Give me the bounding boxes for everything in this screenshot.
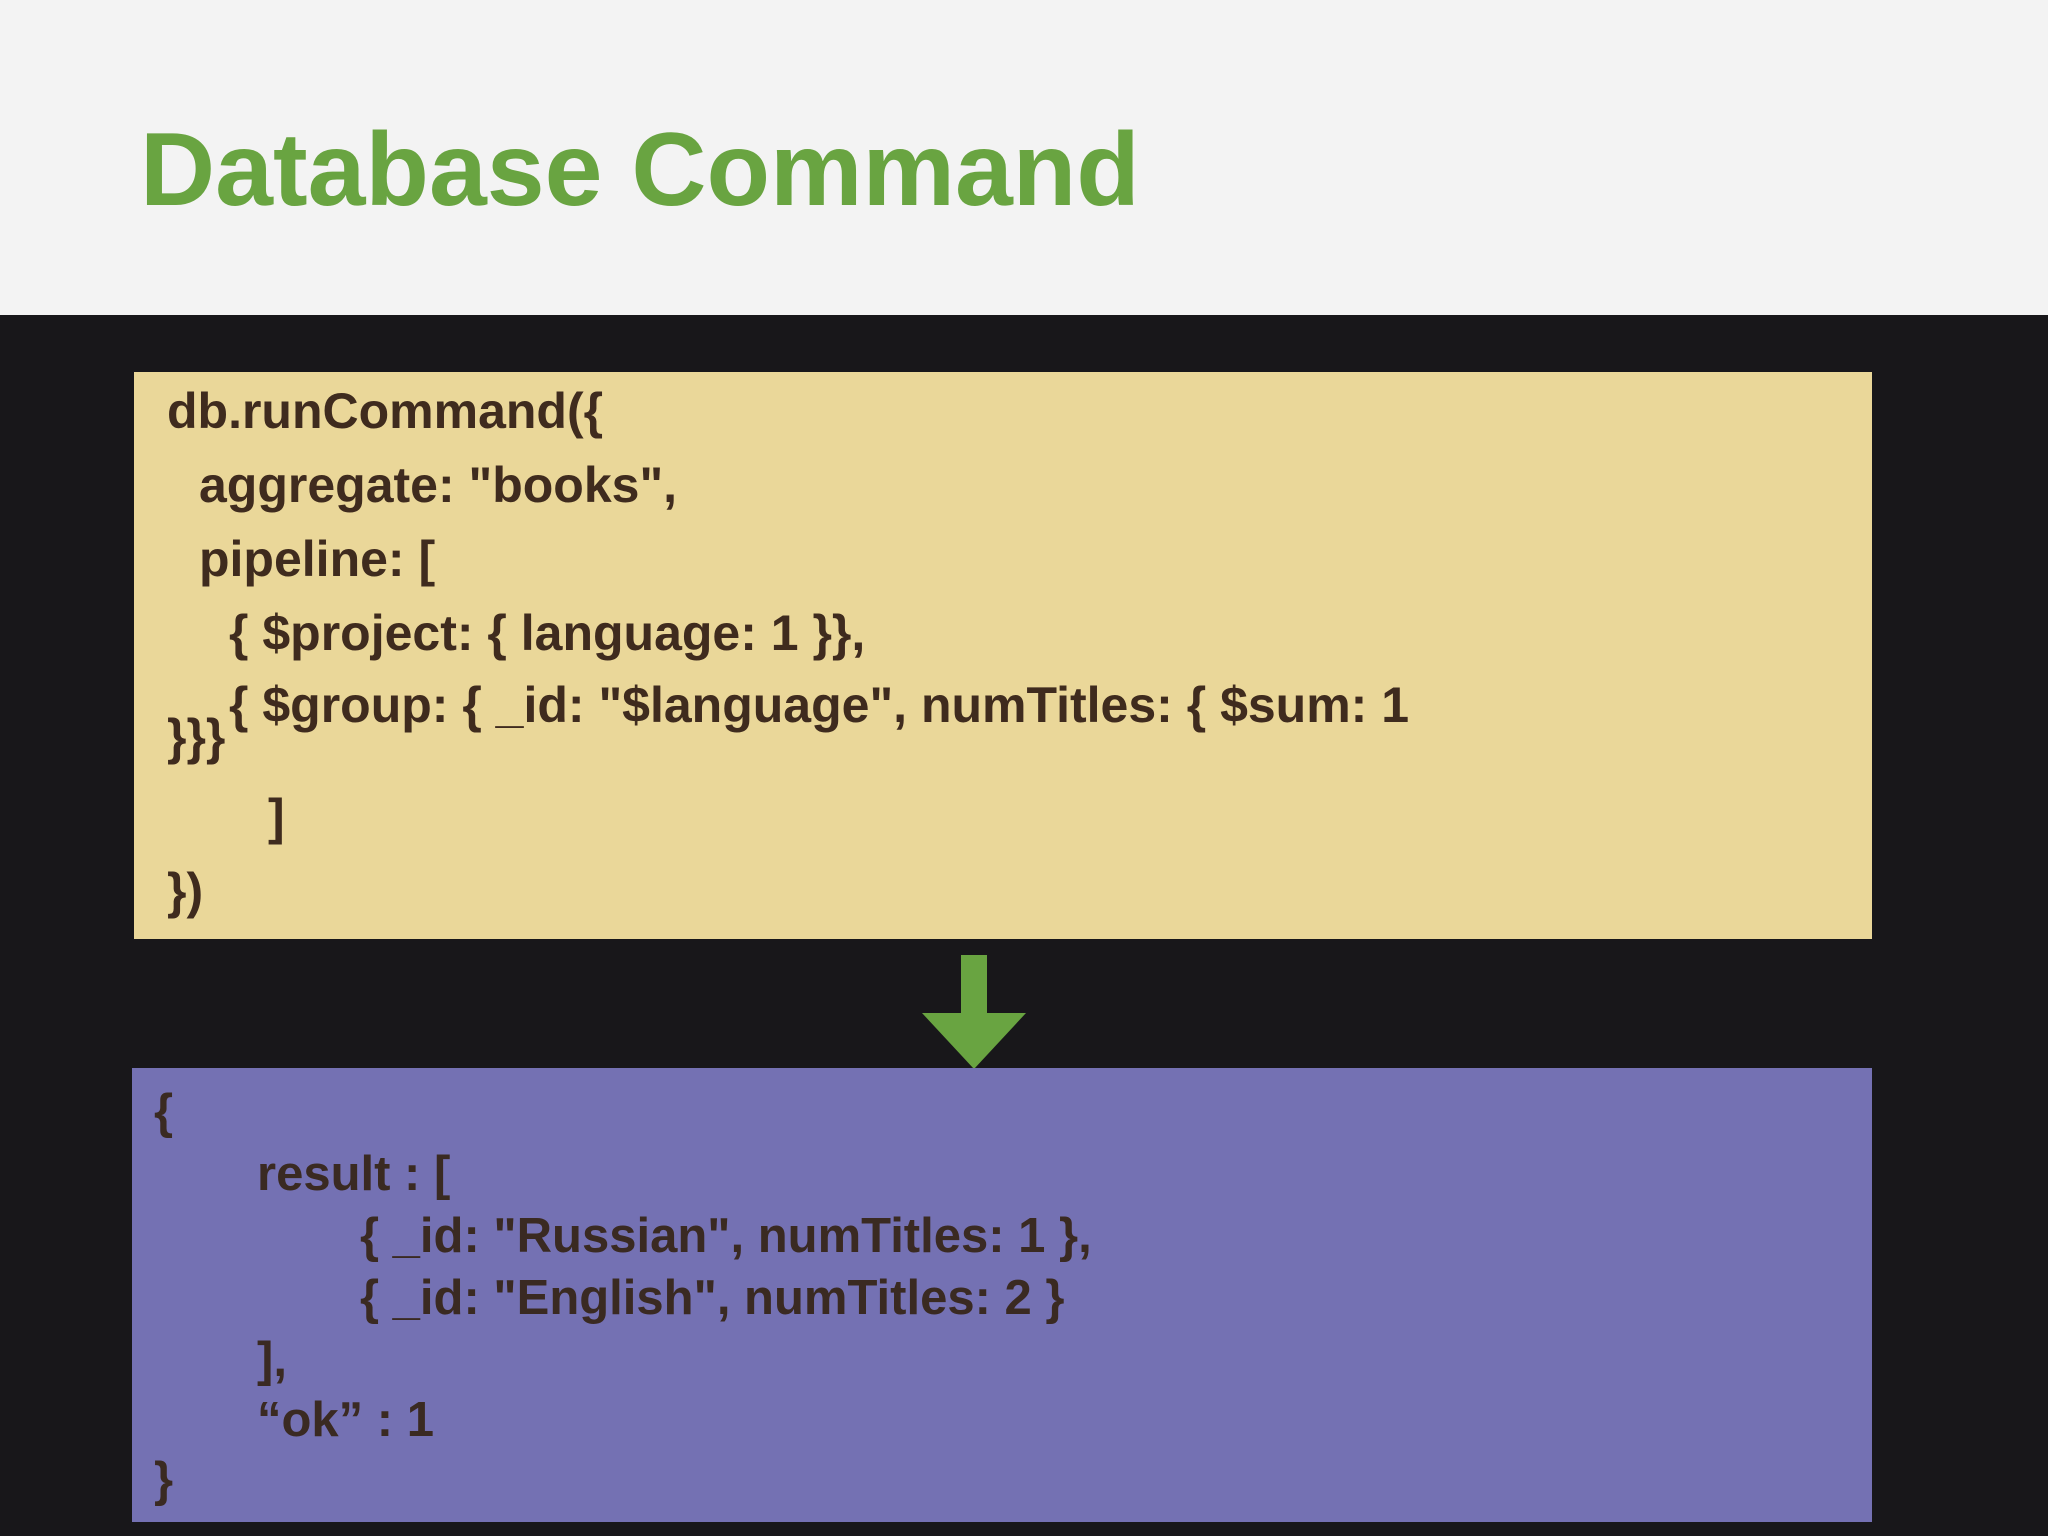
result-line: { _id: "English", numTitles: 2 } bbox=[360, 1271, 1065, 1325]
down-arrow-icon bbox=[922, 955, 1026, 1069]
result-line: { bbox=[154, 1085, 174, 1139]
command-code-box: db.runCommand({ aggregate: "books", pipe… bbox=[134, 372, 1872, 939]
code-line: { $project: { language: 1 }}, bbox=[229, 605, 866, 661]
code-line: { $group: { _id: "$language", numTitles:… bbox=[229, 677, 1410, 733]
slide-title: Database Command bbox=[140, 112, 1140, 228]
code-line: }}} bbox=[167, 709, 226, 765]
code-line: pipeline: [ bbox=[199, 531, 436, 587]
code-line: }) bbox=[167, 863, 204, 919]
code-line: ] bbox=[268, 789, 285, 845]
title-band: Database Command bbox=[0, 0, 2048, 315]
result-output-box: { result : [ { _id: "Russian", numTitles… bbox=[132, 1068, 1872, 1522]
result-line: “ok” : 1 bbox=[257, 1393, 434, 1447]
code-line: db.runCommand({ bbox=[167, 383, 604, 439]
result-line: } bbox=[154, 1453, 174, 1507]
result-line: result : [ bbox=[257, 1147, 451, 1201]
result-line: ], bbox=[257, 1333, 287, 1387]
result-line: { _id: "Russian", numTitles: 1 }, bbox=[360, 1209, 1092, 1263]
code-line: aggregate: "books", bbox=[199, 457, 678, 513]
